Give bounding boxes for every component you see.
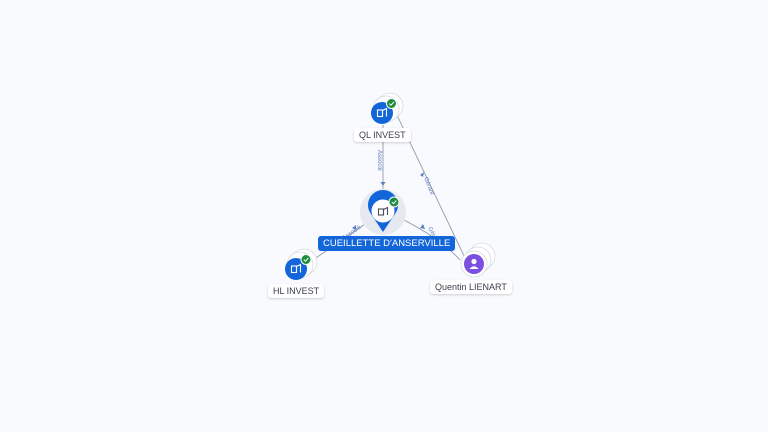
- node-label-ql-invest: QL INVEST: [354, 128, 411, 142]
- company-icon: [290, 263, 302, 274]
- verified-icon: [300, 254, 312, 265]
- company-icon: [377, 206, 389, 216]
- node-quentin-lienart[interactable]: [460, 242, 496, 278]
- node-label-hl-invest: HL INVEST: [268, 284, 325, 298]
- node-ql-invest[interactable]: [371, 92, 404, 124]
- node-label-center: CUEILLETTE D'ANSERVILLE: [318, 236, 456, 251]
- node-label-quentin-lienart: Quentin LIENART: [430, 280, 512, 294]
- company-icon: [376, 107, 388, 118]
- edge-label-ql-person: Gérant: [422, 177, 435, 197]
- edge-arrow: [420, 224, 425, 229]
- edge-label-ql-center: Associé: [376, 150, 382, 172]
- edge-arrow: [420, 172, 424, 177]
- edge-arrow: [352, 225, 356, 230]
- node-center[interactable]: [360, 189, 406, 235]
- verified-icon: [386, 98, 397, 109]
- node-hl-invest[interactable]: [285, 248, 318, 280]
- person-icon: [469, 258, 479, 269]
- verified-icon: [388, 196, 400, 208]
- edge-arrow: [380, 182, 386, 186]
